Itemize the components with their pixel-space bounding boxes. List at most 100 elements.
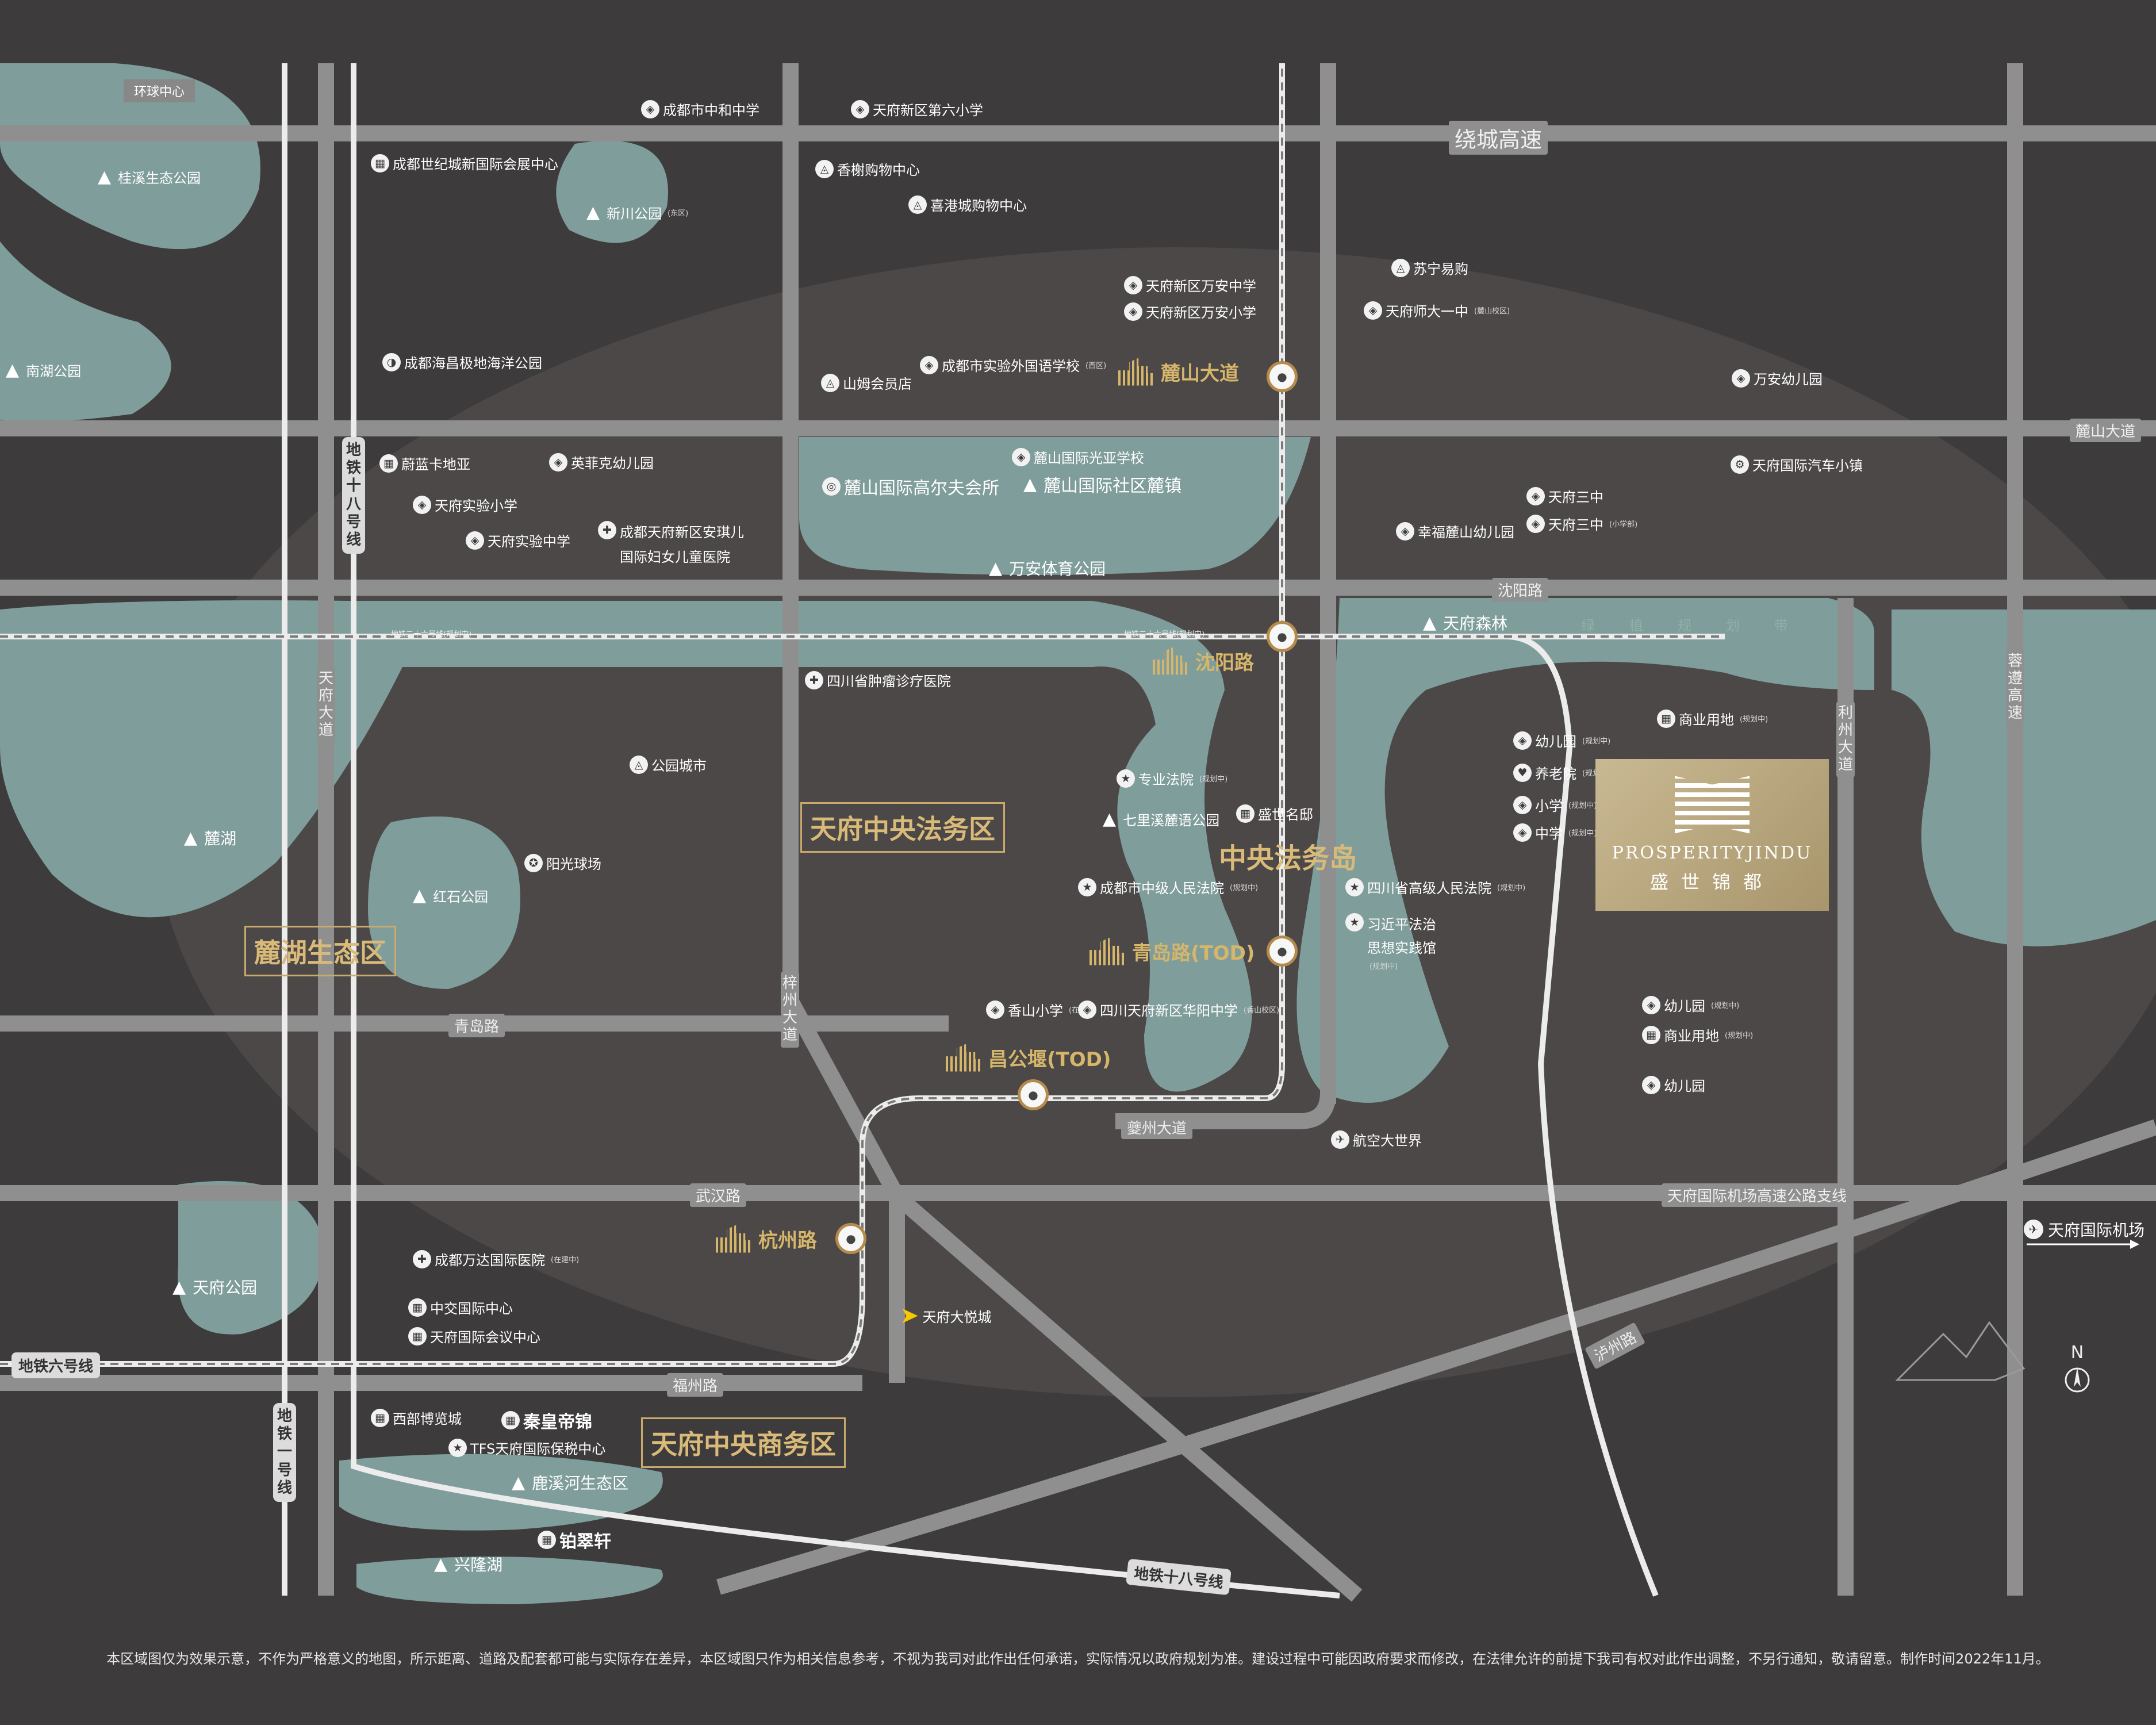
poi-zhongxue[interactable]: ◈中学(规划中) (1513, 822, 1597, 842)
poi-xi-hall[interactable]: ★习近平法治思想实践馆(规划中) (1345, 913, 1436, 971)
park-icon: ▲ (184, 827, 198, 848)
park-icon: ▲ (1103, 809, 1117, 829)
poi-xiangshan[interactable]: ◈香山小学(在建中) (986, 999, 1097, 1019)
poi-xinchuan[interactable]: ▲新川公园(东区) (586, 202, 689, 223)
poi-shiwai[interactable]: ◈成都市实验外国语学校(西区) (920, 355, 1106, 375)
park-icon: ▲ (1023, 474, 1037, 494)
shopping-icon: ◬ (630, 755, 648, 774)
poi-tianfu3b[interactable]: ◈天府三中(小学部) (1526, 513, 1637, 534)
poi-wanan-kg[interactable]: ◈万安幼儿园 (1732, 368, 1823, 388)
poi-luxi[interactable]: ▲鹿溪河生态区 (512, 1472, 629, 1493)
park-icon: ▲ (172, 1276, 186, 1297)
poi-yingfei[interactable]: ◈英菲克幼儿园 (549, 452, 654, 472)
poi-wanan-mid[interactable]: ◈天府新区万安中学 (1124, 275, 1256, 295)
poi-anqier[interactable]: ✚成都天府新区安琪儿国际妇女儿童医院 (598, 521, 744, 566)
poi-shiyan-mid[interactable]: ◈天府实验中学 (466, 530, 570, 550)
poi-xiangxie[interactable]: ◬香榭购物中心 (815, 159, 920, 179)
poi-tianfu3[interactable]: ◈天府三中 (1526, 486, 1603, 506)
school-icon: ◈ (1396, 522, 1414, 540)
water-tianfu-park (178, 1181, 324, 1335)
poi-shengshi[interactable]: ▦盛世名邸 (1236, 803, 1313, 823)
station-lushan-marker[interactable]: ● (1267, 361, 1298, 392)
poi-xibu[interactable]: ▦西部博览城 (371, 1408, 462, 1428)
poi-cancer[interactable]: ✚四川省肿瘤诊疗医院 (805, 670, 951, 690)
school-icon: ◈ (1364, 301, 1382, 320)
airport-direction[interactable]: ✈ 天府国际机场 (2024, 1218, 2145, 1241)
airplane-icon: ✈ (2024, 1220, 2043, 1239)
poi-shida[interactable]: ◈天府师大一中(麓山校区) (1364, 300, 1510, 320)
poi-huayang[interactable]: ◈四川天府新区华阳中学(香山校区) (1078, 999, 1279, 1019)
station-changgongyan-marker[interactable]: ● (1018, 1079, 1049, 1110)
station-shenyang[interactable]: 沈阳路 (1153, 647, 1254, 675)
poi-wanan-pri[interactable]: ◈天府新区万安小学 (1124, 301, 1256, 321)
school-icon: ◈ (1526, 514, 1545, 533)
poi-kg3[interactable]: ◈幼儿园 (1642, 1075, 1705, 1095)
poi-dayuecheng[interactable]: ➤天府大悦城 (900, 1302, 992, 1329)
poi-xinglong[interactable]: ▲兴隆湖 (434, 1554, 503, 1575)
care-icon: ♥ (1513, 763, 1532, 782)
poi-haichang[interactable]: ◑成都海昌极地海洋公园 (382, 352, 542, 372)
arrow-right-icon (2027, 1240, 2139, 1249)
poi-guixi[interactable]: ▲桂溪生态公园 (98, 167, 201, 187)
poi-weilan[interactable]: ▦蔚蓝卡地亚 (379, 453, 470, 473)
project-card[interactable]: PROSPERITYJINDU 盛世锦都 (1595, 759, 1829, 911)
station-lushan[interactable]: 麓山大道 (1118, 358, 1239, 386)
poi-wanda[interactable]: ✚成都万达国际医院(在建中) (413, 1249, 579, 1269)
poi-zhongjiao[interactable]: ▦中交国际中心 (408, 1297, 513, 1317)
poi-hongshi[interactable]: ▲红石公园 (413, 885, 489, 906)
poi-qinhuang[interactable]: ▦秦皇帝锦 (501, 1408, 592, 1433)
poi-tianfu6[interactable]: ◈天府新区第六小学 (851, 99, 983, 119)
poi-nanhu[interactable]: ▲南湖公园 (6, 360, 82, 380)
road-qingdao-label: 青岛路 (448, 1014, 505, 1037)
poi-xingfu[interactable]: ◈幸福麓山幼儿园 (1396, 521, 1514, 541)
park-icon: ▲ (98, 167, 112, 187)
green-belt-label: 绿植规划带 (1581, 618, 1823, 634)
station-changgongyan[interactable]: 昌公堰(TOD) (946, 1044, 1111, 1072)
poi-shiyan-pri[interactable]: ◈天府实验小学 (413, 494, 517, 515)
court-icon: ★ (1345, 877, 1364, 896)
poi-yangguang[interactable]: ✪阳光球场 (524, 853, 601, 873)
poi-golf[interactable]: ◎麓山国际高尔夫会所 (822, 474, 999, 499)
school-icon: ◈ (920, 355, 938, 374)
poi-qili[interactable]: ▲七里溪麓语公园 (1103, 809, 1220, 829)
poi-shangye2[interactable]: ▦商业用地(规划中) (1642, 1025, 1753, 1045)
poi-suning[interactable]: ◬苏宁易购 (1391, 258, 1468, 278)
poi-hangkong[interactable]: ✈航空大世界 (1331, 1129, 1422, 1149)
poi-high-court[interactable]: ★四川省高级人民法院(规划中) (1345, 877, 1525, 897)
poi-kg2[interactable]: ◈幼儿园(规划中) (1642, 995, 1739, 1015)
station-qingdao[interactable]: 青岛路(TOD) (1089, 937, 1255, 965)
station-qingdao-marker[interactable]: ● (1267, 936, 1298, 967)
disclaimer: 本区域图仅为效果示意，不作为严格意义的地图，所示距离、道路及配套都可能与实际存在… (106, 1651, 2050, 1667)
building-icon: ▦ (379, 454, 398, 473)
poi-court-special[interactable]: ★专业法院(规划中) (1117, 768, 1227, 788)
school-icon: ◈ (986, 1000, 1004, 1019)
poi-xigang[interactable]: ◬喜港城购物中心 (908, 194, 1027, 214)
station-hangzhou[interactable]: 杭州路 (716, 1225, 817, 1253)
building-icon: ▦ (1642, 1025, 1660, 1044)
poi-gongyuan[interactable]: ◬公园城市 (630, 754, 707, 775)
shopping-icon: ◬ (908, 195, 927, 214)
road-shenyang-label: 沈阳路 (1492, 578, 1549, 601)
poi-xiaoxue[interactable]: ◈小学(规划中) (1513, 795, 1597, 815)
poi-huanqiu[interactable]: 环球中心 (124, 79, 195, 102)
poi-car-town[interactable]: ⚙天府国际汽车小镇 (1731, 454, 1863, 474)
poi-mid-court[interactable]: ★成都市中级人民法院(规划中) (1078, 877, 1258, 897)
poi-luhu[interactable]: ▲麓湖 (184, 827, 237, 849)
car-icon: ⚙ (1731, 455, 1749, 474)
poi-zhonghe[interactable]: ◈成都市中和中学 (641, 99, 759, 119)
poi-shijicheng[interactable]: ▦成都世纪城新国际会展中心 (371, 153, 558, 173)
poi-senlin[interactable]: ▲天府森林 (1423, 612, 1508, 634)
station-shenyang-marker[interactable]: ● (1267, 621, 1298, 652)
poi-tianfu-park[interactable]: ▲天府公园 (172, 1276, 258, 1298)
station-hangzhou-marker[interactable]: ● (835, 1223, 866, 1254)
poi-tfs[interactable]: ★TFS天府国际保税中心 (448, 1438, 605, 1458)
poi-lushan-guangya[interactable]: ◈麓山国际光亚学校 (1012, 447, 1144, 467)
poi-huiyi[interactable]: ▦天府国际会议中心 (408, 1326, 540, 1346)
poi-kg1[interactable]: ◈幼儿园(规划中) (1513, 730, 1610, 750)
poi-bocuixuan[interactable]: ▦铂翠轩 (538, 1527, 611, 1552)
poi-shangye1[interactable]: ▦商业用地(规划中) (1657, 708, 1768, 729)
building-icon: ▦ (408, 1298, 427, 1317)
poi-shanmu[interactable]: ◬山姆会员店 (821, 373, 912, 393)
poi-lushan-town[interactable]: ▲麓山国际社区麓镇 (1023, 474, 1182, 497)
poi-wanan-sport[interactable]: ▲万安体育公园 (989, 558, 1106, 579)
